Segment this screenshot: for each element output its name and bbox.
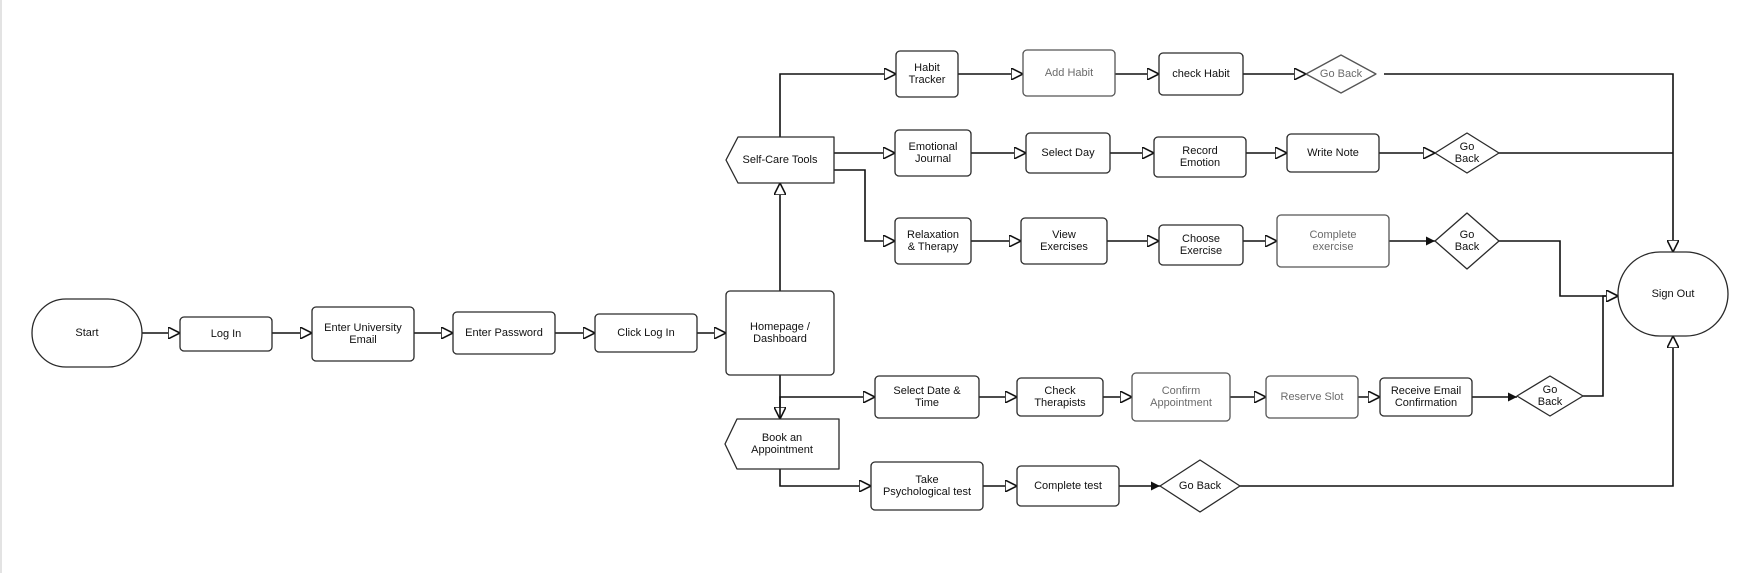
edge-selfcare-to-habit: [779, 74, 896, 137]
node-receive-label: Confirmation: [1395, 397, 1457, 409]
node-psych-label: Take: [915, 474, 938, 486]
node-therapists-label: Check: [1044, 385, 1076, 397]
node-email-label: Email: [349, 334, 377, 346]
node-datetime: Select Date &Time: [874, 375, 980, 419]
node-clicklogin: Click Log In: [594, 313, 698, 353]
node-checkhabit: check Habit: [1158, 52, 1244, 96]
node-chooseex-label: Exercise: [1180, 245, 1222, 257]
node-start-label: Start: [75, 327, 98, 339]
node-booking-label: Book an: [762, 432, 802, 444]
node-datetime-label: Time: [915, 397, 939, 409]
node-addhabit: Add Habit: [1022, 49, 1116, 97]
node-reserve: Reserve Slot: [1265, 375, 1359, 419]
node-goback3-label: Go: [1460, 229, 1475, 241]
canvas-left-border: [0, 0, 2, 573]
node-password: Enter Password: [452, 311, 556, 355]
node-selfcare-label: Self-Care Tools: [743, 154, 818, 166]
node-receive-label: Receive Email: [1391, 385, 1461, 397]
node-goback1: Go Back: [1305, 54, 1377, 94]
node-psych-label: Psychological test: [883, 486, 971, 498]
node-login: Log In: [179, 316, 273, 352]
node-checkhabit-label: check Habit: [1172, 68, 1229, 80]
node-writenote: Write Note: [1286, 133, 1380, 173]
node-record-label: Emotion: [1180, 157, 1220, 169]
node-goback4-label: Go: [1543, 384, 1558, 396]
node-viewex-label: View: [1052, 229, 1076, 241]
node-confirm-label: Appointment: [1150, 397, 1212, 409]
node-selectday: Select Day: [1025, 132, 1111, 174]
node-chooseex-label: Choose: [1182, 233, 1220, 245]
node-datetime-label: Select Date &: [893, 385, 961, 397]
node-completetest: Complete test: [1016, 465, 1120, 507]
node-relax: Relaxation& Therapy: [894, 217, 972, 265]
node-start: Start: [31, 298, 143, 368]
node-viewex-label: Exercises: [1040, 241, 1088, 253]
node-home-label: Dashboard: [753, 333, 807, 345]
node-reserve-label: Reserve Slot: [1281, 391, 1344, 403]
node-completetest-label: Complete test: [1034, 480, 1102, 492]
node-goback5: Go Back: [1159, 459, 1241, 513]
node-email-label: Enter University: [324, 322, 402, 334]
node-signout-label: Sign Out: [1652, 288, 1695, 300]
edge-goback4-to-signout: [1583, 296, 1618, 397]
node-completeex-label: Complete: [1309, 229, 1356, 241]
connectors: [142, 74, 1673, 486]
node-journal-label: Journal: [915, 153, 951, 165]
node-habit-label: Tracker: [909, 74, 946, 86]
node-home-label: Homepage /: [750, 321, 811, 333]
node-relax-label: Relaxation: [907, 229, 959, 241]
node-selectday-label: Select Day: [1041, 147, 1095, 159]
node-habit-label: Habit: [914, 62, 940, 74]
node-relax-label: & Therapy: [908, 241, 959, 253]
edge-goback1-to-signout: [1384, 73, 1673, 252]
node-clicklogin-label: Click Log In: [617, 327, 674, 339]
node-password-label: Enter Password: [465, 327, 543, 339]
node-therapists-label: Therapists: [1034, 397, 1086, 409]
node-record-label: Record: [1182, 145, 1217, 157]
edge-goback3-to-signout: [1499, 240, 1618, 296]
node-booking-label: Appointment: [751, 444, 813, 456]
node-goback5-label: Go Back: [1179, 480, 1222, 492]
node-login-label: Log In: [211, 328, 242, 340]
node-goback2-label: Go: [1460, 141, 1475, 153]
node-completeex-label: exercise: [1313, 241, 1354, 253]
node-selfcare: Self-Care Tools: [725, 136, 835, 184]
node-goback2-label: Back: [1455, 153, 1480, 165]
edge-booking-to-datetime: [779, 397, 875, 419]
node-journal-label: Emotional: [909, 141, 958, 153]
node-home: Homepage /Dashboard: [725, 290, 835, 376]
edge-booking-to-psych: [779, 469, 871, 486]
edge-goback5-to-signout: [1240, 336, 1673, 487]
node-addhabit-label: Add Habit: [1045, 67, 1093, 79]
edge-selfcare-to-relax: [834, 169, 895, 241]
node-goback3-label: Back: [1455, 241, 1480, 253]
node-goback1-label: Go Back: [1320, 68, 1363, 80]
node-writenote-label: Write Note: [1307, 147, 1359, 159]
node-goback4-label: Back: [1538, 396, 1563, 408]
node-signout: Sign Out: [1617, 251, 1729, 337]
node-confirm-label: Confirm: [1162, 385, 1201, 397]
